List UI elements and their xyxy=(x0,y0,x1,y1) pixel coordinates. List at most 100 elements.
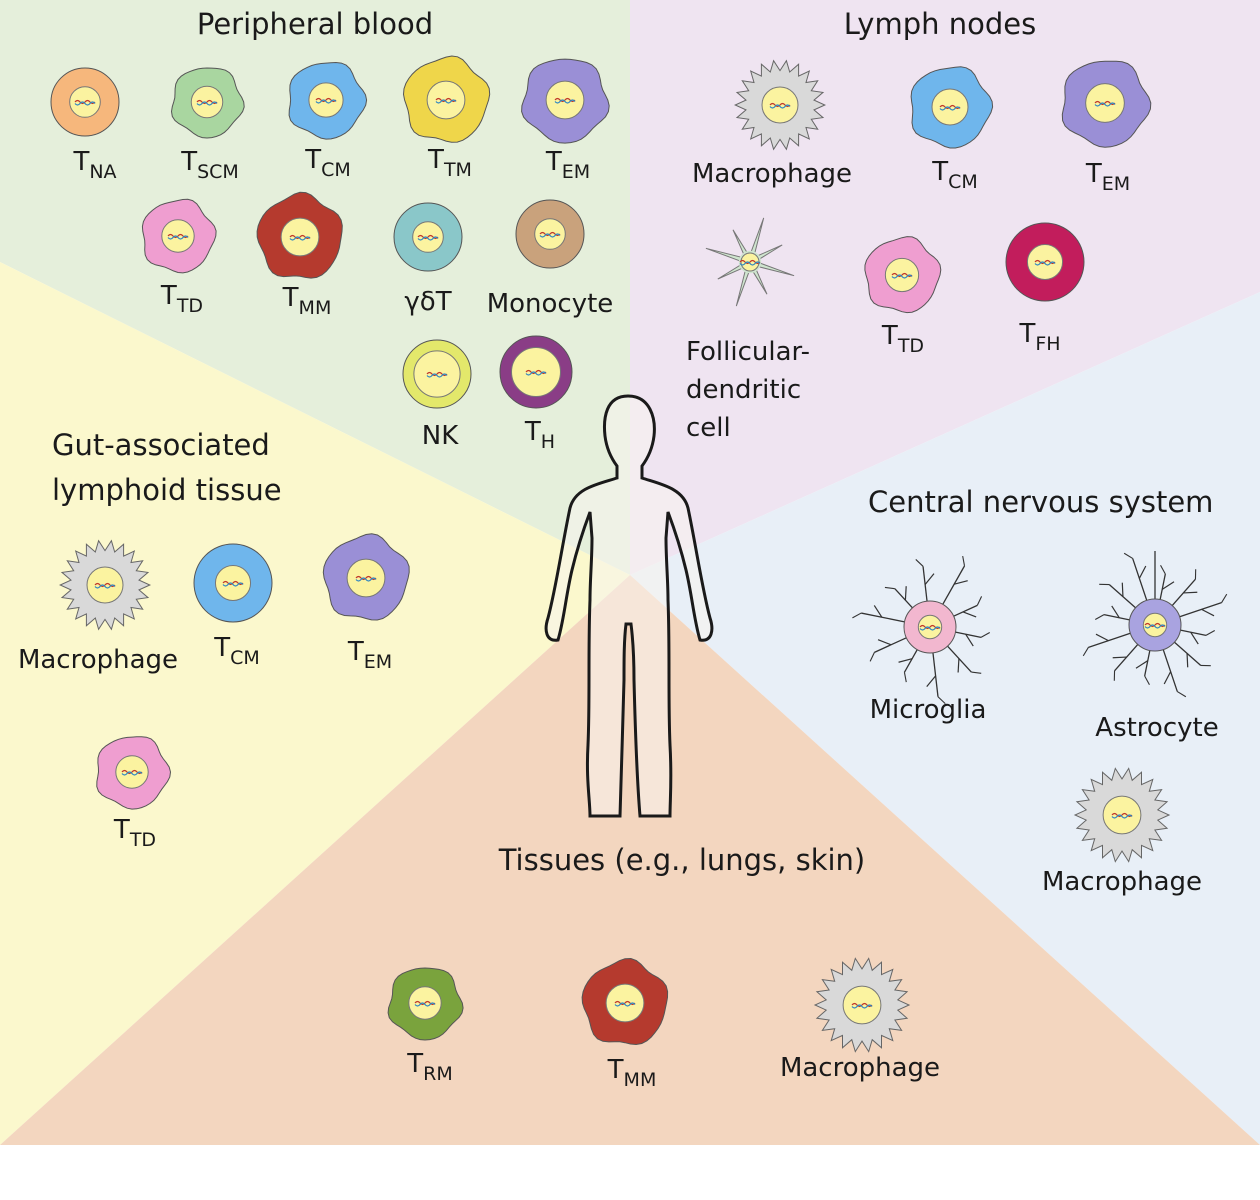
peripheral-blood-cell-th-label-sub: H xyxy=(541,431,555,453)
tissues-cell-tmm xyxy=(581,957,669,1046)
peripheral-blood-cell-ttm-label: TTM xyxy=(427,145,472,181)
peripheral-blood-cell-ttd-label: TTD xyxy=(160,281,203,317)
peripheral-blood-cell-tmm-label-main: T xyxy=(282,283,299,313)
gut-cell-ttd xyxy=(96,736,172,810)
peripheral-blood-cell-tcm-label: TCM xyxy=(304,145,351,181)
tissues-cell-trm-label: TRM xyxy=(406,1049,453,1085)
gut-cell-tcm-label-sub: CM xyxy=(230,647,260,669)
peripheral-blood-cell-nk xyxy=(402,339,472,409)
peripheral-blood-cell-tscm xyxy=(170,67,245,139)
lymph-nodes-cell-tcm xyxy=(910,66,994,149)
peripheral-blood-cell-tscm-label: TSCM xyxy=(180,147,239,183)
gut-cell-ttd-label-sub: TD xyxy=(129,829,156,851)
title-gut-line-1: Gut-associated xyxy=(52,428,270,462)
lymph-nodes-cell-tem-label-sub: EM xyxy=(1102,173,1130,195)
tissues-cell-macro-label-main: Macrophage xyxy=(780,1053,940,1083)
peripheral-blood-cell-ttm-label-sub: TM xyxy=(443,159,472,181)
lymph-nodes-cell-tem xyxy=(1061,60,1152,148)
cns-cell-microglia-label-main: Microglia xyxy=(870,695,987,725)
lymph-nodes-cell-tcm-label: TCM xyxy=(931,157,978,193)
peripheral-blood-cell-ttm xyxy=(402,55,491,143)
peripheral-blood-cell-tem-label-sub: EM xyxy=(562,161,590,183)
peripheral-blood-cell-mono-label: Monocyte xyxy=(487,289,614,319)
gut-cell-tem-label-main: T xyxy=(347,637,364,667)
lymph-nodes-cell-macro-label: Macrophage xyxy=(692,159,852,189)
lymph-nodes-cell-tem-label-main: T xyxy=(1085,159,1102,189)
peripheral-blood-cell-tcm-label-sub: CM xyxy=(321,159,351,181)
lymph-nodes-cell-ttd-label-sub: TD xyxy=(897,335,924,357)
peripheral-blood-cell-tscm-label-main: T xyxy=(180,147,197,177)
peripheral-blood-cell-ttd-label-main: T xyxy=(160,281,177,311)
peripheral-blood-cell-tscm-label-sub: SCM xyxy=(197,161,239,183)
lymph-nodes-cell-tfh-label: TFH xyxy=(1018,319,1060,355)
peripheral-blood-cell-tna-label-sub: NA xyxy=(89,161,116,183)
gut-cell-ttd-label-main: T xyxy=(113,815,130,845)
gut-cell-macro-label-main: Macrophage xyxy=(18,645,178,675)
peripheral-blood-cell-tcm-label-main: T xyxy=(304,145,321,175)
tissues-cell-trm-label-sub: RM xyxy=(423,1063,453,1085)
lymph-nodes-cell-fdc-label-line: dendritic xyxy=(686,375,801,405)
peripheral-blood-cell-tmm xyxy=(256,191,343,279)
cns-cell-astro-label: Astrocyte xyxy=(1095,713,1218,743)
cns-cell-microglia xyxy=(852,555,991,705)
tissues-cell-trm xyxy=(387,967,464,1041)
tissues-cell-tmm-label-sub: MM xyxy=(624,1069,657,1091)
peripheral-blood-cell-gdt-label-main: γδT xyxy=(404,287,451,317)
peripheral-blood-cell-ttm-label-main: T xyxy=(427,145,444,175)
tissues-cell-tmm-label-main: T xyxy=(607,1055,624,1085)
title-lymph-nodes: Lymph nodes xyxy=(844,7,1036,41)
title-peripheral-blood: Peripheral blood xyxy=(197,7,433,41)
peripheral-blood-cell-gdt xyxy=(393,202,463,272)
peripheral-blood-cell-tmm-label: TMM xyxy=(282,283,332,319)
cns-cell-astro xyxy=(1082,551,1228,698)
peripheral-blood-cell-th-label: TH xyxy=(524,417,555,453)
title-cns: Central nervous system xyxy=(868,485,1213,519)
gut-cell-ttd-label: TTD xyxy=(113,815,156,851)
tissues-cell-tmm-label: TMM xyxy=(607,1055,657,1091)
lymph-nodes-cell-fdc-label-line: cell xyxy=(686,413,731,443)
title-tissues: Tissues (e.g., lungs, skin) xyxy=(498,843,866,877)
lymph-nodes-cell-fdc-label: Follicular-dendritic cell xyxy=(686,337,810,443)
lymph-nodes-cell-ttd-label-main: T xyxy=(881,321,898,351)
gut-cell-tcm-label-main: T xyxy=(213,633,230,663)
peripheral-blood-cell-tmm-label-sub: MM xyxy=(299,297,332,319)
lymph-nodes-cell-tcm-label-sub: CM xyxy=(948,171,978,193)
peripheral-blood-cell-tem xyxy=(521,58,610,144)
sector-gut xyxy=(0,262,630,1145)
lymph-nodes-cell-tcm-label-main: T xyxy=(931,157,948,187)
peripheral-blood-cell-tem-label: TEM xyxy=(545,147,590,183)
lymph-nodes-cell-tfh-label-sub: FH xyxy=(1035,333,1060,355)
peripheral-blood-cell-nk-label: NK xyxy=(422,421,459,451)
peripheral-blood-cell-ttd xyxy=(141,198,217,274)
sector-cns xyxy=(630,292,1260,1145)
cns-cell-macro-label-main: Macrophage xyxy=(1042,867,1202,897)
peripheral-blood-cell-tem-label-main: T xyxy=(545,147,562,177)
peripheral-blood-cell-gdt-label: γδT xyxy=(404,287,451,317)
peripheral-blood-cell-th-label-main: T xyxy=(524,417,541,447)
gut-cell-macro xyxy=(58,539,152,631)
peripheral-blood-cell-mono-label-main: Monocyte xyxy=(487,289,614,319)
lymph-nodes-cell-tem-label: TEM xyxy=(1085,159,1130,195)
sector-tissues xyxy=(0,575,1260,1145)
lymph-nodes-cell-tfh xyxy=(1005,222,1085,302)
sector-peripheral-blood xyxy=(0,0,630,575)
peripheral-blood-cell-tna-label-main: T xyxy=(72,147,89,177)
gut-cell-tem-label: TEM xyxy=(347,637,392,673)
tissues-cell-trm-label-main: T xyxy=(406,1049,423,1079)
lymph-nodes-cell-fdc xyxy=(705,217,795,307)
gut-cell-tcm-label: TCM xyxy=(213,633,260,669)
peripheral-blood-cell-th xyxy=(499,335,573,409)
lymph-nodes-cell-macro-label-main: Macrophage xyxy=(692,159,852,189)
peripheral-blood-cell-ttd-label-sub: TD xyxy=(176,295,203,317)
peripheral-blood-cell-mono xyxy=(515,199,585,269)
cns-cell-astro-label-main: Astrocyte xyxy=(1095,713,1218,743)
lymph-nodes-cell-tfh-label-main: T xyxy=(1018,319,1035,349)
title-gut-line-2: lymphoid tissue xyxy=(52,473,282,507)
lymph-nodes-cell-fdc-label-line: Follicular- xyxy=(686,337,810,367)
tissues-cell-macro xyxy=(813,957,911,1053)
cns-cell-macro xyxy=(1073,767,1171,863)
lymph-nodes-cell-ttd-label: TTD xyxy=(881,321,924,357)
human-silhouette-icon xyxy=(544,394,714,818)
